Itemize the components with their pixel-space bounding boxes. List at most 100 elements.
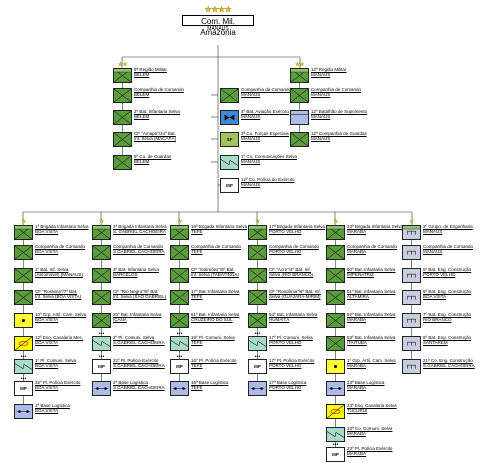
unit-label-l1: 4º Bat. Aviação Exército xyxy=(241,109,289,114)
rank-stars-icon: ★★★★ xyxy=(204,5,232,14)
unit-label: CF "Acre"/4º Bat. Inf.Selva (RIO BRANCO) xyxy=(269,267,347,278)
inf-symbol-icon xyxy=(113,88,132,103)
unit-label-l2: BOA VISTA xyxy=(35,384,59,390)
hq-eng-symbol-icon xyxy=(402,225,421,240)
unit-label-l2: TEFÉ xyxy=(191,339,203,345)
unit-label-l1: 1ª Co. Comunicações Selva xyxy=(241,154,297,159)
unit-label-l2: CRUZEIRO DO SUL xyxy=(191,316,233,322)
unit-label-l2: PORTO VELHO xyxy=(423,271,456,277)
unit-label-l2: ITAITUBA xyxy=(347,339,367,345)
inf-symbol-icon xyxy=(113,132,132,147)
unit-label-l1: Companhia de Comando xyxy=(311,87,362,92)
unit-label-l2: BOA VISTA xyxy=(35,228,59,234)
unit-label-l1: 51º Bat. Infantaria Selva xyxy=(347,289,396,294)
unit-label-l2: ALTAMIRA xyxy=(347,293,369,299)
unit-label-l2: MANAUS xyxy=(241,113,261,119)
unit-label-l2: BELÉM xyxy=(134,71,150,77)
hq-symbol-icon xyxy=(290,68,309,83)
inf-symbol-icon xyxy=(248,245,267,260)
inf-symbol-icon xyxy=(92,245,111,260)
unit-label-l2: PORTO VELHO xyxy=(269,248,302,254)
unit-label-l1: 6º Bat. Eng. Construção xyxy=(423,289,472,294)
unit-label-l2: Inf. Selva (BOA VISTA) xyxy=(35,293,82,299)
rank-stars-icon: ★★ xyxy=(117,62,128,68)
sf-symbol-icon: SF xyxy=(220,132,239,147)
log-symbol-icon xyxy=(170,381,189,396)
inf-symbol-icon xyxy=(326,268,345,283)
svg-text:MP: MP xyxy=(254,364,261,369)
unit-label-l1: 12ª Região Militar xyxy=(311,67,347,72)
unit-label-l2: PORTO VELHO xyxy=(269,384,302,390)
inf-symbol-icon xyxy=(113,110,132,125)
unit-label-l1: 22º Pl. Polícia Exército xyxy=(113,358,159,363)
unit-label-l2: S. GABRIEL CACHOEIRA xyxy=(113,228,166,234)
unit-label-l2: TEFÉ xyxy=(191,384,203,390)
rank-stars-icon: ★ xyxy=(255,219,260,225)
inf-symbol-icon xyxy=(14,268,33,283)
unit-label-l2: TEFÉ xyxy=(191,362,203,368)
unit-label-l1: 2ª Brigada Infantaria Selva xyxy=(113,224,167,229)
sig-symbol-icon xyxy=(248,336,267,351)
unit-label-l2: MANAUS xyxy=(311,71,331,77)
unit-label-l1: Companhia de Comando xyxy=(423,244,474,249)
unit-label-l2: MARABÁ xyxy=(347,384,367,390)
svg-text:MP: MP xyxy=(98,364,105,369)
unit-label-l1: Companhia de Comando xyxy=(35,244,86,249)
unit-label-l1: 50º Bat. Infantaria Selva xyxy=(347,267,396,272)
inf-symbol-icon xyxy=(220,88,239,103)
inf-symbol-icon xyxy=(248,313,267,328)
log-symbol-icon xyxy=(92,381,111,396)
mp-symbol-icon: MP xyxy=(92,359,111,374)
unit-label-l1: CF "Roraima"/7º Bat. xyxy=(35,289,78,294)
inf-symbol-icon xyxy=(170,313,189,328)
unit-label-l2: MANAUS xyxy=(311,113,331,119)
unit-label-l1: 23ª Base Logística xyxy=(347,380,385,385)
unit-label-l1: 1ª Base Logística xyxy=(35,403,70,408)
sig-symbol-icon xyxy=(14,359,33,374)
log-symbol-icon xyxy=(248,381,267,396)
unit-label-l2: MANAUS xyxy=(311,91,331,97)
unit-label-l1: 61º Bat. Infantaria Selva xyxy=(191,312,240,317)
echelon-dots-icon: ••• xyxy=(176,331,183,337)
unit-label-l2: Inf. Selva (TABATINGA) xyxy=(191,271,239,277)
inf-symbol-icon xyxy=(326,313,345,328)
unit-label-l2: S.GABRIEL CACHOEIRA xyxy=(113,339,165,345)
unit-label-l1: 21ª Co. Eng. Construção xyxy=(423,358,473,363)
unit-label-l1: CF "Solimões"/8º Bat. xyxy=(191,267,235,272)
unit-label-l2: PORTO VELHO xyxy=(269,228,302,234)
unit-label-l2: BARCELOS xyxy=(113,271,138,277)
rank-stars-icon: ★ xyxy=(333,219,338,225)
unit-label-l1: CF "Rondônia"/6º Bat. Inf. xyxy=(269,289,321,294)
unit-label-l1: 17º Bat. Infantaria Selva xyxy=(191,289,240,294)
unit-label-l1: 1º Pl. Comuni. Selva xyxy=(35,358,77,363)
unit-label: CF "Roraima"/7º Bat.Inf. Selva (BOA VIST… xyxy=(35,289,113,300)
inf-symbol-icon xyxy=(326,336,345,351)
unit-label-l1: 54º Bat. Infantaria Selva xyxy=(269,312,318,317)
cav-symbol-icon xyxy=(326,404,345,419)
